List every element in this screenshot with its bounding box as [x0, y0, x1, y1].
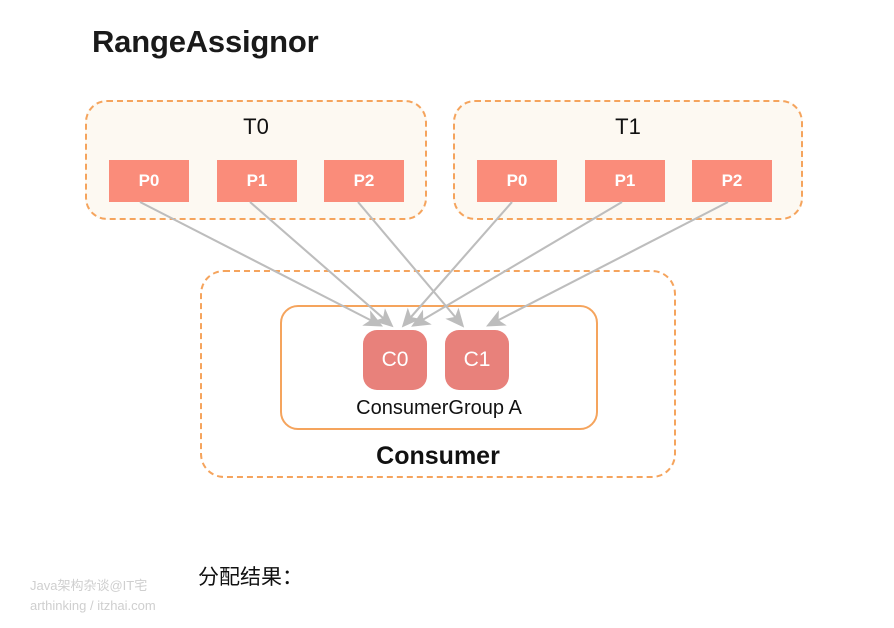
consumer-chip-c1[interactable]: C1 — [445, 330, 509, 390]
watermark: Java架构杂谈@IT宅 arthinking / itzhai.com — [30, 576, 156, 616]
partition-t0-p2[interactable]: P2 — [324, 160, 404, 202]
partition-t0-p0[interactable]: P0 — [109, 160, 189, 202]
page-title: RangeAssignor — [92, 24, 319, 59]
consumer-label: Consumer — [376, 442, 500, 470]
partition-t1-p2[interactable]: P2 — [692, 160, 772, 202]
watermark-line-2: arthinking / itzhai.com — [30, 598, 156, 613]
consumer-group-box: ConsumerGroup A — [280, 305, 598, 430]
consumer-chip-c0[interactable]: C0 — [363, 330, 427, 390]
partition-t0-p1[interactable]: P1 — [217, 160, 297, 202]
partition-t1-p0[interactable]: P0 — [477, 160, 557, 202]
topic-label-t1: T1 — [615, 114, 641, 139]
result-heading: 分配结果： — [198, 565, 303, 589]
consumer-group-label: ConsumerGroup A — [356, 397, 522, 419]
topic-label-t0: T0 — [243, 114, 269, 139]
watermark-line-1: Java架构杂谈@IT宅 — [30, 578, 148, 593]
topic-box-t1: T1 P0 P1 P2 — [453, 100, 803, 220]
partition-t1-p1[interactable]: P1 — [585, 160, 665, 202]
topic-box-t0: T0 P0 P1 P2 — [85, 100, 427, 220]
